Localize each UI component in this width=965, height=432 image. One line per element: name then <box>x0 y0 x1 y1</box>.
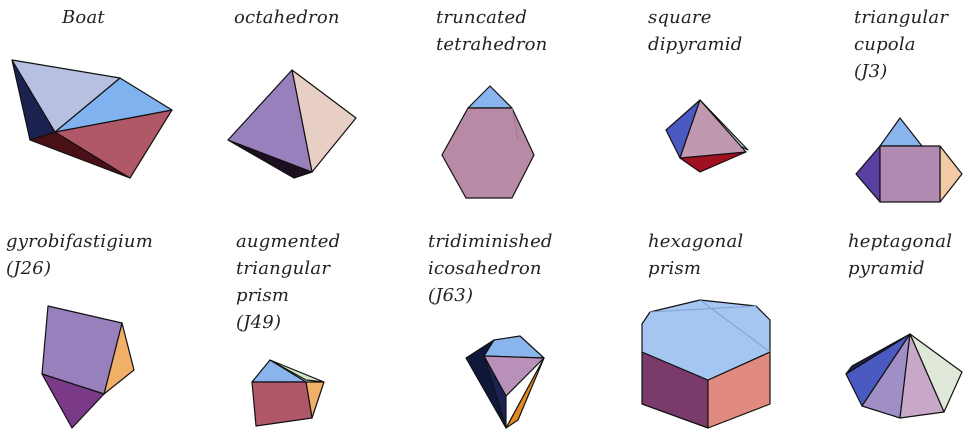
label-hexagonal-prism: hexagonal prism <box>648 231 744 279</box>
label-boat: Boat <box>62 7 105 28</box>
trunc-tet-hex-face <box>441 107 535 199</box>
label-triangular-cupola: triangular cupola (J3) <box>854 7 949 82</box>
hepta-navy-face <box>845 333 911 375</box>
dipyramid-mauve-face <box>679 99 747 159</box>
hepta-mauve-face <box>899 333 945 419</box>
trid-orange-face <box>505 357 545 429</box>
label-tridiminished-icosahedron: tridiminished icosahedron (J63) <box>428 231 553 306</box>
cupola-square-face <box>879 145 941 203</box>
octahedron-violet-face <box>227 69 313 173</box>
aug-prism-green-face <box>269 359 325 383</box>
label-square-dipyramid: square dipyramid <box>648 7 743 55</box>
aug-prism-front-face <box>251 381 313 427</box>
label-augmented-triangular-prism: augmented triangular prism (J49) <box>236 231 341 333</box>
gyro-bottom-face <box>41 373 105 429</box>
label-truncated-tetrahedron: truncated tetrahedron <box>436 7 548 55</box>
boat-lavender-face <box>11 59 121 133</box>
label-heptagonal-pyramid: heptagonal pyramid <box>848 231 953 279</box>
trid-lower-face <box>483 355 507 429</box>
label-gyrobifastigium: gyrobifastigium (J26) <box>6 231 153 279</box>
label-octahedron: octahedron <box>234 7 340 28</box>
